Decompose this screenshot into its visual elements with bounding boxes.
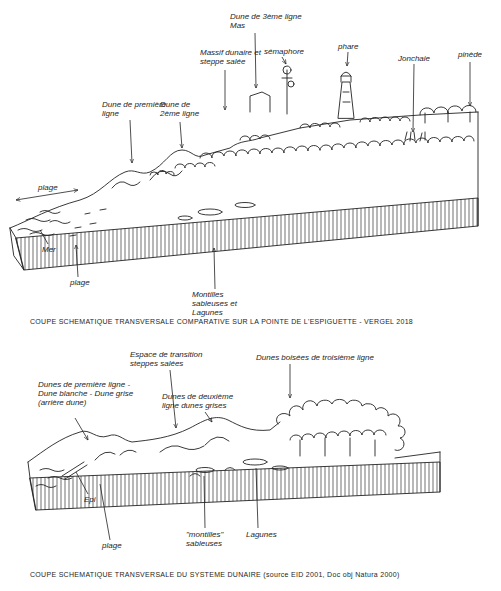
callout-label: pinède — [458, 50, 494, 59]
side-edge — [28, 462, 36, 510]
groyne — [62, 462, 87, 479]
callout-label: Lagunes — [246, 530, 286, 539]
right-edge — [440, 452, 441, 492]
callout-label: Dunes de première ligne - Dune blanche -… — [38, 380, 138, 407]
semaphore-signal — [288, 81, 294, 87]
front-face — [30, 462, 440, 510]
callout-label: Massif dunaire et steppe salée — [200, 48, 262, 66]
right-edge — [478, 112, 479, 226]
figure-caption: COUPE SCHEMATIQUE TRANSVERSALE DU SYSTEM… — [30, 571, 495, 579]
dune-crests — [112, 171, 182, 188]
leader-line — [40, 230, 48, 244]
leader-arrow — [76, 245, 78, 277]
callout-label: Montilles sableuses et Lagunes — [192, 290, 242, 317]
side-face — [10, 228, 24, 270]
forest-canopy — [276, 399, 405, 450]
callout-label: Dune de 2ème ligne — [160, 100, 204, 118]
lagoon — [196, 468, 214, 473]
lighthouse — [338, 72, 354, 118]
callout-label: "montilles" sableuses — [186, 530, 234, 548]
lagoon — [235, 203, 255, 208]
shrub-cluster — [320, 136, 474, 150]
pine-trees — [420, 105, 476, 123]
callout-label: Epi — [84, 495, 108, 504]
callout-label: Dune de 3ème ligne Mas — [230, 12, 316, 30]
leader-arrow — [470, 62, 471, 106]
sea-waves — [18, 211, 70, 236]
leader-line — [204, 476, 205, 528]
rushes — [405, 132, 425, 141]
figure-caption: COUPE SCHEMATIQUE TRANSVERSALE COMPARATI… — [30, 318, 490, 326]
callout-label: Dunes boisées de troisième ligne — [256, 353, 396, 362]
shrub-cluster — [240, 117, 410, 140]
callout-label: plage — [102, 541, 132, 550]
dune-crests — [95, 437, 229, 460]
semaphore-signal — [283, 66, 291, 74]
lagoon — [178, 216, 192, 220]
lagoon — [272, 466, 288, 470]
leader-arrow — [180, 122, 182, 148]
callout-label: Espace de transition steppes salées — [130, 350, 218, 368]
callout-label: plage — [38, 183, 68, 192]
callout-label: Dunes de deuxième ligne dunes grises — [162, 392, 246, 410]
sand-mounds — [190, 468, 235, 477]
callout-label: phare — [338, 42, 368, 51]
top-leaders — [16, 33, 470, 289]
forest-trees — [290, 430, 386, 456]
bottom-block — [28, 399, 440, 510]
leader-line — [76, 472, 88, 494]
callout-label: sémaphore — [264, 47, 314, 56]
leader-arrow — [75, 418, 88, 440]
callout-label: Jonchaie — [398, 54, 438, 63]
callout-label: Dune de première ligne — [102, 100, 168, 118]
shrub-cluster — [200, 145, 320, 158]
top-block — [10, 66, 478, 270]
lagoon — [198, 209, 222, 215]
leader-arrow — [282, 57, 286, 64]
leader-arrow — [290, 364, 291, 398]
leader-line — [100, 484, 110, 540]
leader-arrow — [214, 248, 215, 289]
leader-arrow — [130, 120, 132, 163]
callout-label: Mer — [42, 245, 66, 254]
callout-label: plage — [70, 278, 100, 287]
leader-line — [256, 468, 258, 528]
leader-arrow — [413, 64, 414, 132]
lagoon — [243, 459, 267, 465]
leader-arrow — [255, 33, 256, 88]
leader-arrow — [347, 52, 348, 66]
beach-marks — [70, 209, 106, 236]
semaphore-mast — [282, 70, 292, 114]
front-face — [16, 198, 478, 270]
leader-arrow — [205, 412, 212, 422]
horizon-line — [395, 452, 440, 458]
farmhouse — [250, 92, 270, 112]
horizon-line — [28, 418, 280, 462]
horizon-line — [10, 112, 478, 228]
leader-arrow — [225, 70, 226, 110]
shrub-cluster — [150, 162, 215, 175]
